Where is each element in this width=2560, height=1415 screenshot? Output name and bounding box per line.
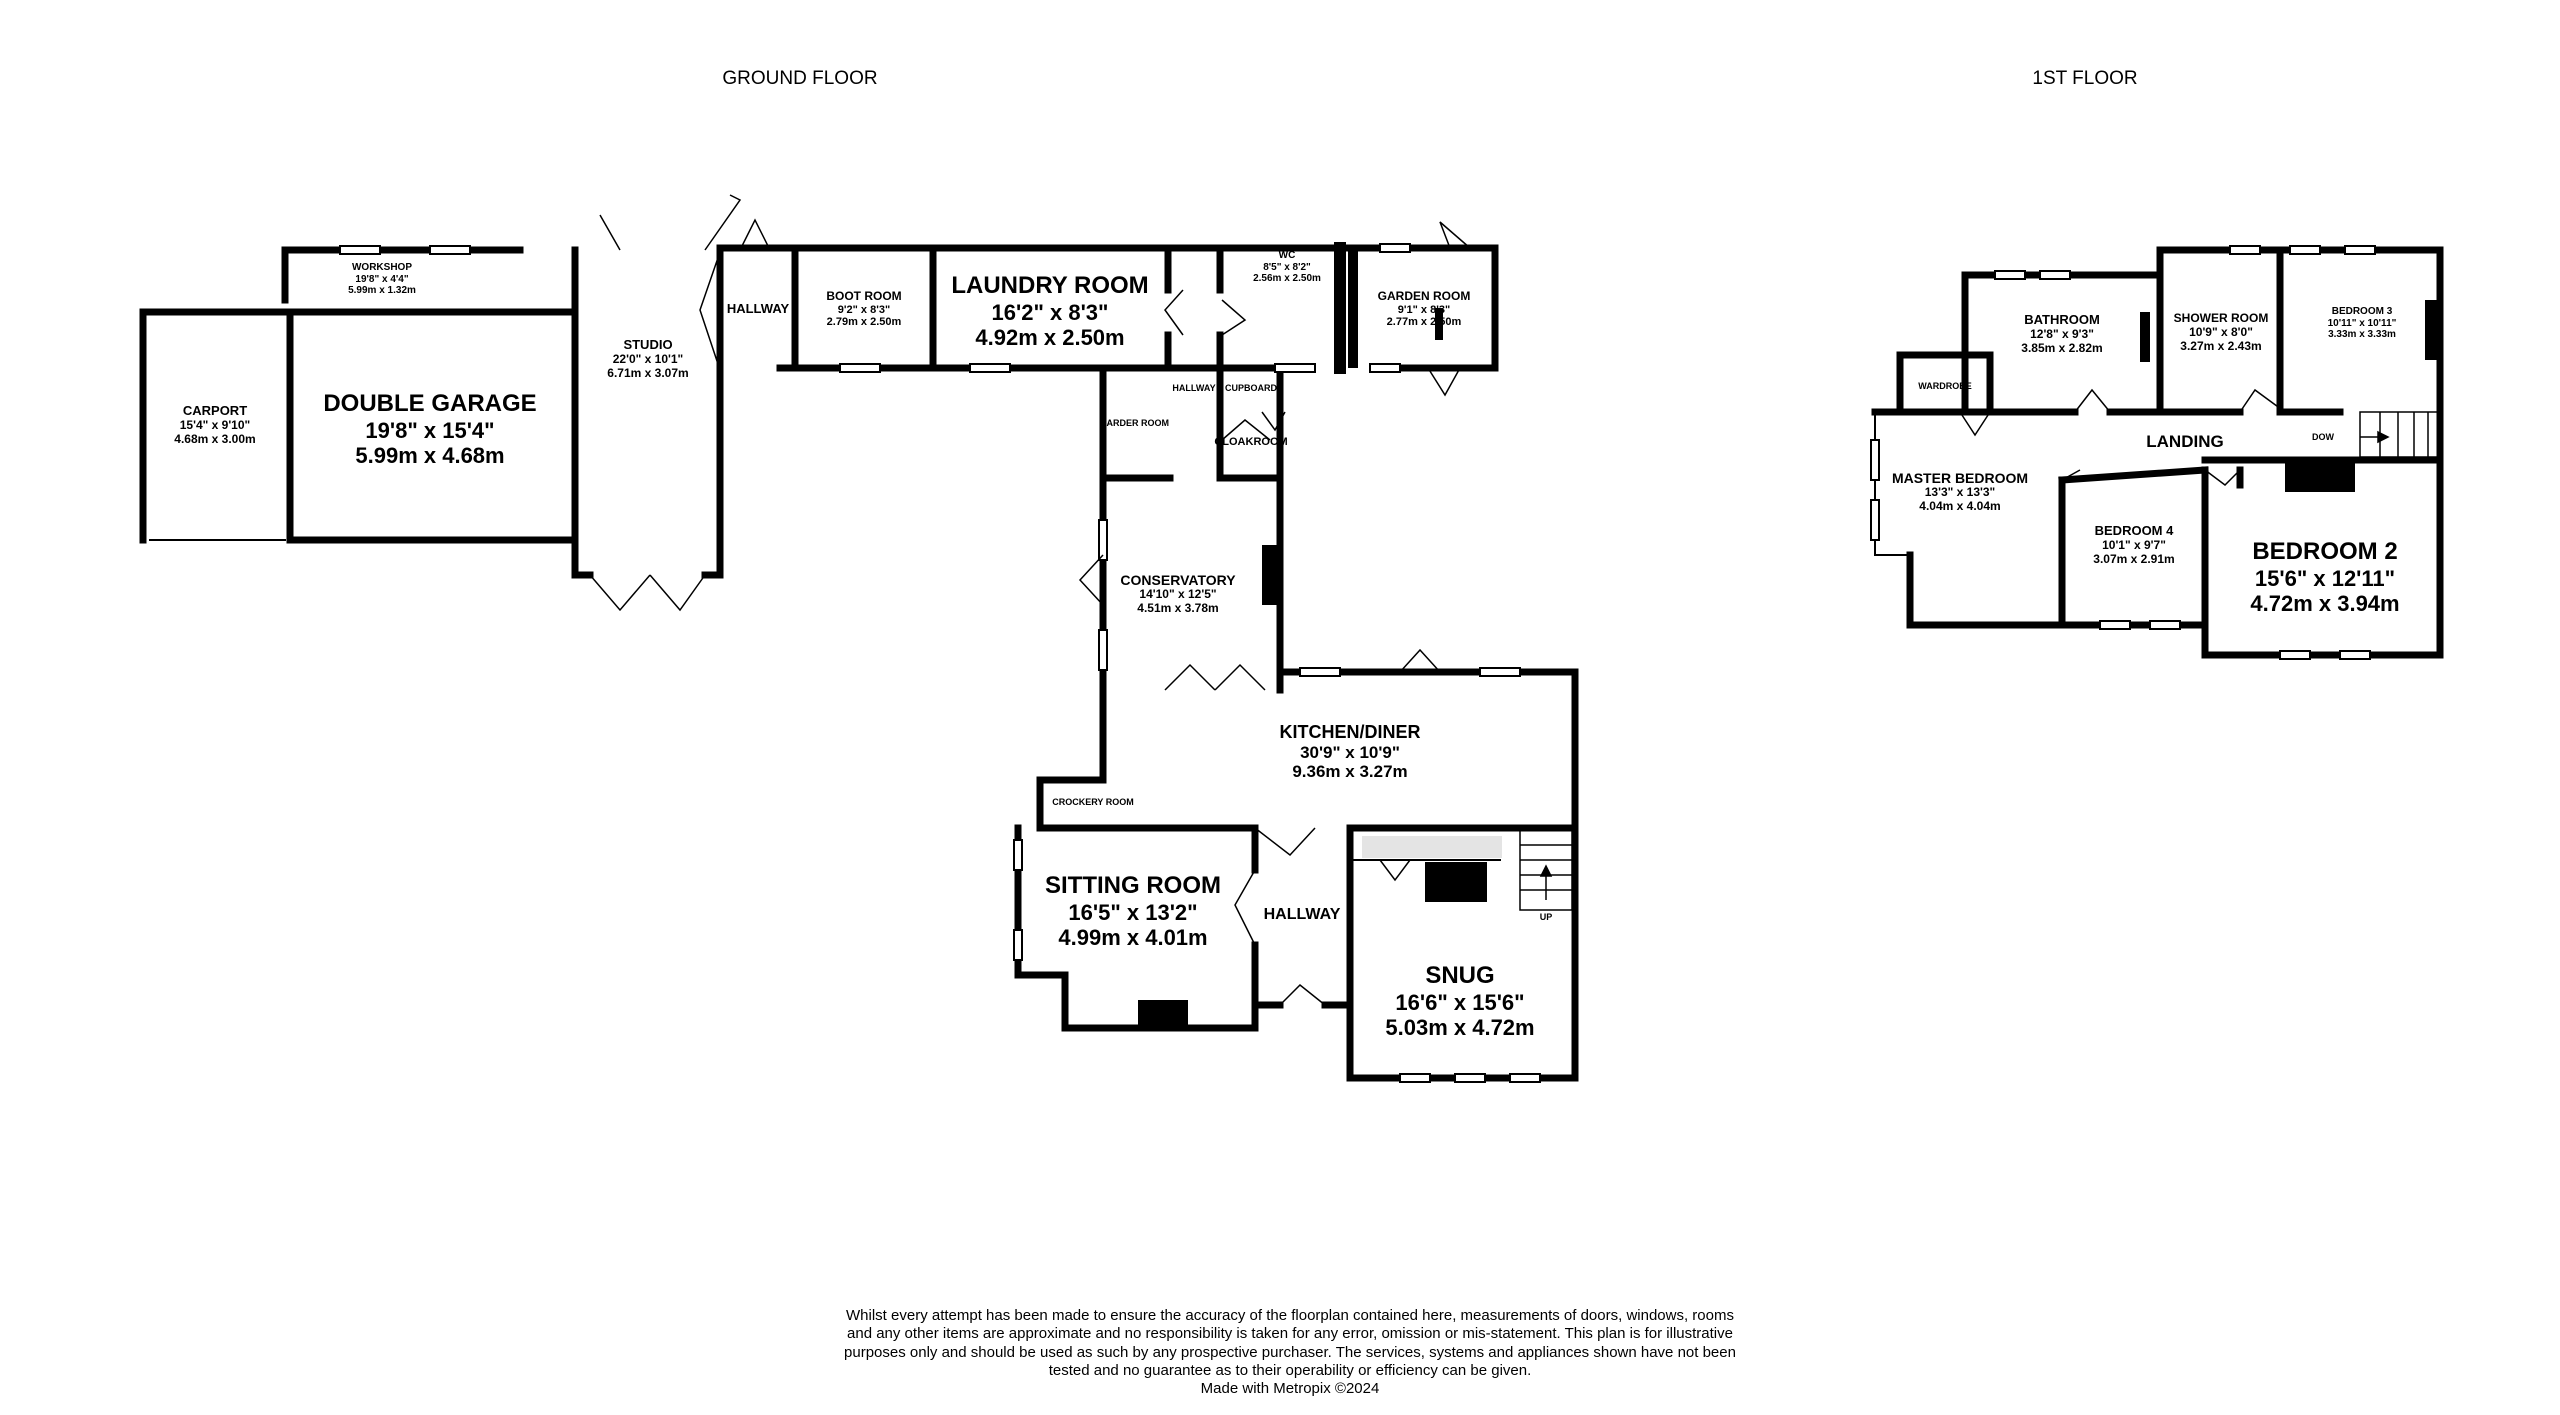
room-label-cupboard: CUPBOARD	[1224, 383, 1278, 393]
room-label-workshop: WORKSHOP 19'8" x 4'4" 5.99m x 1.32m	[348, 262, 416, 296]
room-label-hallway-bottom: HALLWAY	[1263, 906, 1341, 923]
double-garage-walls	[286, 246, 579, 579]
room-label-boot-room: BOOT ROOM 9'2" x 8'3" 2.79m x 2.50m	[826, 289, 902, 329]
room-label-bedroom3: BEDROOM 3 10'11" x 10'11" 3.33m x 3.33m	[2327, 306, 2397, 340]
room-label-carport: CARPORT 15'4" x 9'10" 4.68m x 3.00m	[174, 403, 256, 446]
room-label-larder-room: LARDER ROOM	[1101, 418, 1169, 428]
credit-text: Made with Metropix ©2024	[1200, 1380, 1380, 1398]
first-stairs	[2359, 411, 2439, 458]
room-label-bedroom2: BEDROOM 2 15'6" x 12'11" 4.72m x 3.94m	[2250, 538, 2400, 616]
room-label-laundry-room: LAUNDRY ROOM 16'2" x 8'3" 4.92m x 2.50m	[951, 272, 1149, 350]
stairs-up-label: UP	[1539, 912, 1553, 922]
ground-stairs	[1519, 829, 1573, 911]
room-label-wardrobe: WARDROBE	[1918, 381, 1972, 391]
ground-floor-title: GROUND FLOOR	[722, 68, 878, 89]
room-label-crockery-room: CROCKERY ROOM	[1052, 797, 1134, 807]
room-label-cloakroom: CLOAKROOM	[1214, 436, 1288, 448]
snug-walls	[1251, 824, 1579, 1082]
room-label-hallway-top: HALLWAY	[726, 301, 790, 316]
north-range-walls	[716, 242, 1499, 374]
studio-walls	[571, 246, 724, 579]
disclaimer: Whilst every attempt has been made to en…	[840, 1307, 1740, 1398]
room-label-snug: SNUG 16'6" x 15'6" 5.03m x 4.72m	[1385, 962, 1535, 1040]
room-label-double-garage: DOUBLE GARAGE 19'8" x 15'4" 5.99m x 4.68…	[323, 390, 537, 468]
disclaimer-text: Whilst every attempt has been made to en…	[844, 1307, 1736, 1379]
room-label-shower-room: SHOWER ROOM 10'9" x 8'0" 3.27m x 2.43m	[2173, 311, 2269, 353]
room-label-bathroom: BATHROOM 12'8" x 9'3" 3.85m x 2.82m	[2021, 312, 2103, 355]
first-floor-title: 1ST FLOOR	[2032, 68, 2138, 89]
room-label-landing: LANDING	[2146, 432, 2224, 451]
conservatory-walls	[1099, 364, 1284, 694]
room-label-kitchen-diner: KITCHEN/DINER 30'9" x 10'9" 9.36m x 3.27…	[1279, 722, 1421, 782]
room-label-master-bedroom: MASTER BEDROOM 13'3" x 13'3" 4.04m x 4.0…	[1891, 470, 2029, 513]
carport-walls	[139, 308, 289, 544]
workshop-walls	[281, 246, 524, 304]
stairs-down-label: DOW	[2312, 432, 2334, 442]
room-label-wc: WC 8'5" x 8'2" 2.56m x 2.50m	[1253, 250, 1321, 284]
room-label-sitting-room: SITTING ROOM 16'5" x 13'2" 4.99m x 4.01m	[1045, 872, 1221, 950]
room-label-studio: STUDIO 22'0" x 10'1" 6.71m x 3.07m	[607, 337, 689, 380]
sitting-room-walls	[1014, 824, 1259, 1032]
room-label-bedroom4: BEDROOM 4 10'1" x 9'7" 3.07m x 2.91m	[2093, 523, 2175, 566]
room-label-garden-room: GARDEN ROOM 9'1" x 8'3" 2.77m x 2.50m	[1377, 289, 1471, 329]
room-label-hallway-small: HALLWAY	[1172, 383, 1216, 393]
room-label-conservatory: CONSERVATORY 14'10" x 12'5" 4.51m x 3.78…	[1120, 572, 1236, 615]
